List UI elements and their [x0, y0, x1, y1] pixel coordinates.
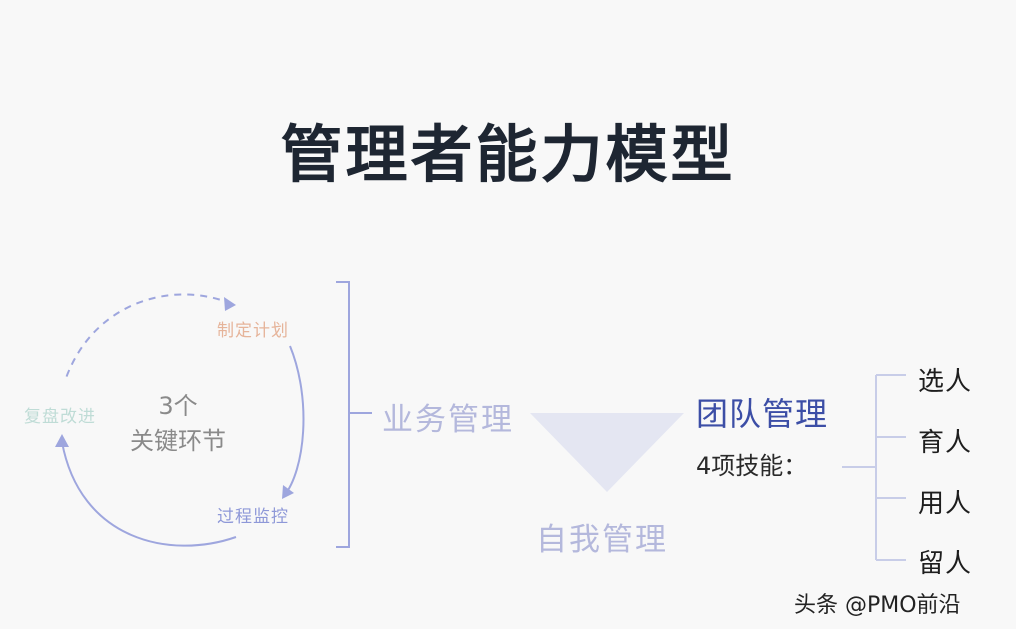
skill-item: 用人 — [918, 489, 973, 519]
step-plan-label: 制定计划 — [217, 321, 289, 341]
arrow-head-right — [282, 485, 294, 499]
cycle-center-line1: 3个 — [158, 392, 198, 420]
step-review-label: 复盘改进 — [24, 407, 96, 427]
cycle-dashed-arc — [65, 293, 233, 379]
arrow-head-left — [55, 434, 69, 447]
arrow-head-top — [224, 297, 236, 311]
cycle-center-line2: 关键环节 — [130, 427, 226, 455]
team-skills-subtitle: 4项技能： — [696, 452, 808, 480]
skill-item: 选人 — [918, 367, 973, 397]
watermark: 头条 @PMO前沿 — [794, 593, 961, 618]
bracket — [336, 281, 350, 548]
team-management-title: 团队管理 — [696, 395, 829, 433]
inverted-triangle — [530, 413, 684, 492]
self-management-label: 自我管理 — [536, 522, 668, 558]
skill-item: 留人 — [918, 549, 973, 579]
step-monitor-label: 过程监控 — [217, 507, 289, 527]
cycle-right-arc — [283, 345, 305, 497]
business-management-label: 业务管理 — [382, 402, 514, 438]
skill-item: 育人 — [918, 428, 973, 458]
page-title: 管理者能力模型 — [280, 118, 736, 191]
cycle-bottom-arc — [61, 441, 237, 547]
